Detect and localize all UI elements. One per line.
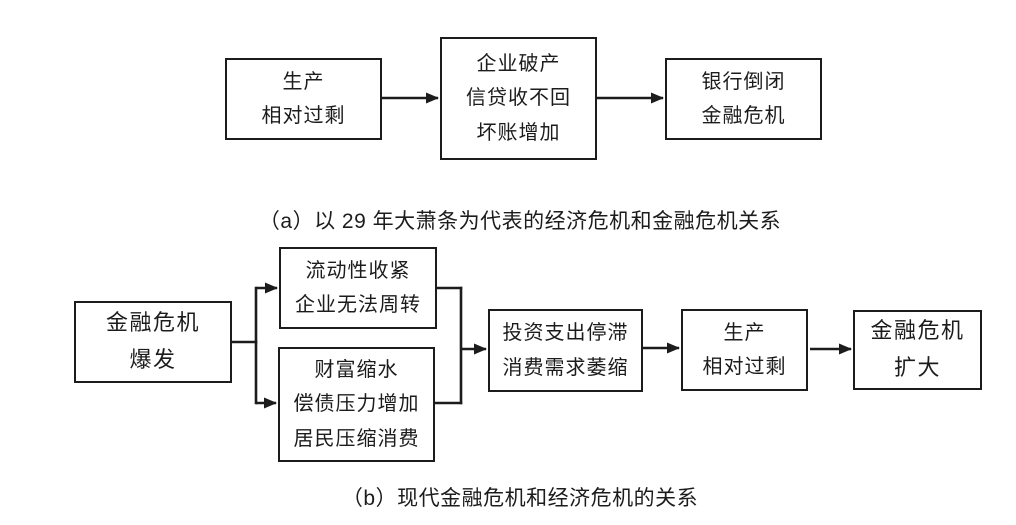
node-text-line: 信贷收不回 xyxy=(466,87,571,110)
node-text-line: 流动性收紧 xyxy=(305,259,411,282)
node-text-line: 扩大 xyxy=(893,355,941,380)
caption-diagram-b: （b）现代金融危机和经济危机的关系 xyxy=(341,487,699,510)
node-a-enterprise-bankruptcy: 企业破产 信贷收不回 坏账增加 xyxy=(440,37,597,160)
node-text-line: 金融危机 xyxy=(701,105,786,127)
node-text-line: 相对过剩 xyxy=(261,105,346,127)
node-text-line: 银行倒闭 xyxy=(701,70,786,93)
node-text-line: 消费需求萎缩 xyxy=(502,356,629,379)
node-text-line: 投资支出停滞 xyxy=(502,322,629,345)
node-b-investment-stall: 投资支出停滞 消费需求萎缩 xyxy=(488,309,643,392)
node-b-crisis-outbreak: 金融危机 爆发 xyxy=(74,301,232,383)
node-text-line: 相对过剩 xyxy=(702,356,787,378)
node-text-line: 财富缩水 xyxy=(314,358,399,381)
node-text-line: 金融危机 xyxy=(870,318,965,344)
node-text-line: 居民压缩消费 xyxy=(293,427,420,450)
node-text-line: 偿债压力增加 xyxy=(293,393,420,416)
node-text-line: 坏账增加 xyxy=(476,121,561,144)
caption-diagram-a: （a）以 29 年大萧条为代表的经济危机和金融危机关系 xyxy=(258,210,782,233)
node-text-line: 爆发 xyxy=(129,347,177,372)
node-a-production-surplus: 生产 相对过剩 xyxy=(225,58,382,140)
node-b-liquidity-tightening: 流动性收紧 企业无法周转 xyxy=(279,247,437,329)
node-text-line: 生产 xyxy=(723,321,766,344)
node-text-line: 生产 xyxy=(282,70,325,93)
node-text-line: 金融危机 xyxy=(105,310,200,336)
node-b-crisis-expansion: 金融危机 扩大 xyxy=(853,310,982,390)
node-b-wealth-shrink: 财富缩水 偿债压力增加 居民压缩消费 xyxy=(278,347,435,462)
node-text-line: 企业破产 xyxy=(476,52,561,75)
node-b-production-surplus: 生产 相对过剩 xyxy=(681,309,808,391)
node-text-line: 企业无法周转 xyxy=(295,294,421,316)
node-a-bank-collapse: 银行倒闭 金融危机 xyxy=(665,58,822,140)
